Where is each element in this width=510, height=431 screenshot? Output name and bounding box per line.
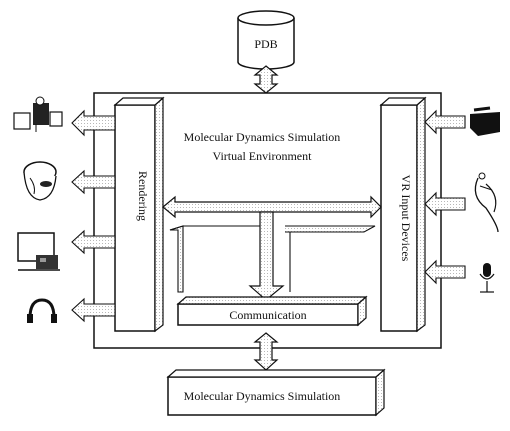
right-channel [285, 226, 375, 232]
headphones-icon [27, 300, 57, 323]
hand-tracker-icon [475, 173, 498, 232]
pdb-database: PDB [238, 11, 294, 69]
data-glove-icon [470, 108, 500, 136]
rendering-label: Rendering [136, 171, 150, 221]
environment-title-line1: Molecular Dynamics Simulation [184, 130, 341, 144]
communication-module: Communication [178, 297, 366, 325]
pdb-exchange-arrow [255, 66, 277, 93]
md-simulation-label: Molecular Dynamics Simulation [184, 389, 341, 403]
rendering-module: Rendering [115, 98, 163, 331]
head-mounted-display-icon [24, 162, 56, 200]
vr-input-module: VR Input Devices [381, 98, 425, 331]
monitor-icon [18, 233, 60, 270]
md-simulation-box: Molecular Dynamics Simulation [168, 370, 384, 415]
communication-label: Communication [229, 308, 306, 322]
environment-title-line2: Virtual Environment [213, 149, 313, 163]
vr-input-label: VR Input Devices [399, 175, 413, 262]
projector-icon [14, 97, 62, 132]
simulation-exchange-arrow [255, 333, 277, 370]
microphone-icon [480, 263, 494, 292]
pdb-label: PDB [254, 37, 277, 51]
